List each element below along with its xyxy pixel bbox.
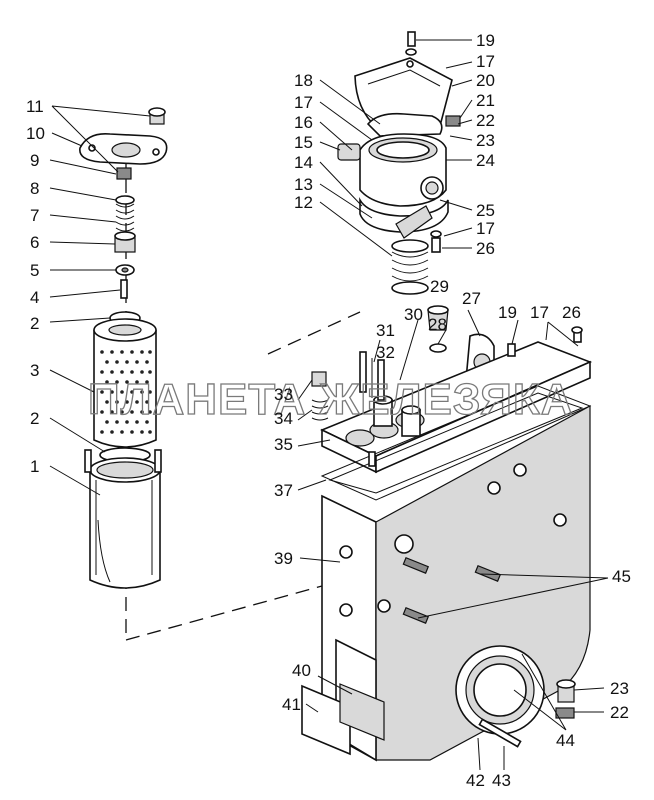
part-13-flange <box>359 196 449 233</box>
label-39: 39 <box>274 549 293 568</box>
label-13: 13 <box>294 175 313 194</box>
valve-housing-assembly <box>337 31 461 295</box>
part-34-spring <box>311 399 329 421</box>
label-31: 31 <box>376 321 395 340</box>
label-9: 9 <box>30 151 39 170</box>
part-26-bolt <box>430 230 442 253</box>
part-5-washer <box>115 264 135 276</box>
label-27: 27 <box>462 289 481 308</box>
label-17-mid: 17 <box>476 219 495 238</box>
label-22-bottom: 22 <box>610 703 629 722</box>
leader-lines-middle <box>297 309 579 491</box>
part-4-pin <box>120 279 128 299</box>
label-2-top: 2 <box>30 314 39 333</box>
part-7-spring <box>115 221 135 232</box>
label-22-top: 22 <box>476 111 495 130</box>
label-8: 8 <box>30 179 39 198</box>
label-25: 25 <box>476 201 495 220</box>
label-42: 42 <box>466 771 485 790</box>
label-14: 14 <box>294 153 313 172</box>
part-21-screw <box>445 115 461 127</box>
label-40: 40 <box>292 661 311 680</box>
leader-lines-upper-right <box>319 39 473 257</box>
watermark-text: ПЛАНЕТА ЖЕЛЕЗЯКА <box>88 375 574 424</box>
label-29: 29 <box>430 277 449 296</box>
label-11: 11 <box>26 97 44 116</box>
label-2-bottom: 2 <box>30 409 39 428</box>
label-41: 41 <box>282 695 301 714</box>
label-33: 33 <box>274 385 293 404</box>
label-23-top: 23 <box>476 131 495 150</box>
part-28-gasket <box>429 343 447 353</box>
part-10-flange <box>79 132 168 165</box>
label-45: 45 <box>612 567 631 586</box>
label-3: 3 <box>30 361 39 380</box>
label-16: 16 <box>294 113 313 132</box>
part-25-fitting <box>395 205 433 239</box>
part-19-bolt <box>405 31 417 56</box>
label-10: 10 <box>26 124 45 143</box>
label-4: 4 <box>30 288 39 307</box>
label-7: 7 <box>30 206 39 225</box>
label-18: 18 <box>294 71 313 90</box>
label-19-top: 19 <box>476 31 495 50</box>
part-20-cover <box>354 57 453 131</box>
part-6-valve <box>114 231 136 253</box>
part-15-fitting <box>337 143 361 161</box>
leader-lines-left <box>49 105 151 496</box>
gearbox-housing <box>301 404 591 762</box>
assembly-dashed-lines <box>125 311 361 641</box>
label-35: 35 <box>274 435 293 454</box>
label-26-mid: 26 <box>562 303 581 322</box>
label-23-bottom: 23 <box>610 679 629 698</box>
label-37: 37 <box>274 481 293 500</box>
label-43: 43 <box>492 771 511 790</box>
label-32: 32 <box>376 343 395 362</box>
label-34: 34 <box>274 409 293 428</box>
label-44: 44 <box>556 731 575 750</box>
part-11-bolt <box>148 107 166 125</box>
part-35-plate <box>320 341 593 474</box>
part-33-fitting <box>311 371 327 387</box>
filter-assembly <box>79 107 168 640</box>
label-17-left: 17 <box>294 93 313 112</box>
label-5: 5 <box>30 261 39 280</box>
leader-lines-lower <box>299 557 609 771</box>
label-24: 24 <box>476 151 495 170</box>
label-15: 15 <box>294 133 313 152</box>
part-9-nut <box>116 167 132 180</box>
label-17-right: 17 <box>530 303 549 322</box>
part-19-plate-bolt <box>507 343 516 357</box>
part-3-filter-element <box>93 318 157 448</box>
part-32-bushing <box>373 395 421 437</box>
part-1-filter-housing <box>84 449 162 589</box>
label-17-top: 17 <box>476 52 495 71</box>
label-30: 30 <box>404 305 423 324</box>
label-28: 28 <box>428 315 447 334</box>
label-20: 20 <box>476 71 495 90</box>
part-31-pin <box>359 351 385 401</box>
label-26-top: 26 <box>476 239 495 258</box>
label-1: 1 <box>30 457 39 476</box>
part-12-spring <box>391 239 429 295</box>
part-8-spring <box>115 195 135 220</box>
part-26-plate-bolt <box>571 326 583 343</box>
part-24-valve-body <box>359 133 447 207</box>
label-19-mid: 19 <box>498 303 517 322</box>
part-labels: 11 10 9 8 7 6 5 4 2 3 2 1 19 17 20 21 22… <box>26 31 631 790</box>
label-12: 12 <box>294 193 313 212</box>
label-6: 6 <box>30 233 39 252</box>
part-18-gasket <box>366 112 443 137</box>
part-stud <box>368 451 376 467</box>
label-21: 21 <box>476 91 495 110</box>
